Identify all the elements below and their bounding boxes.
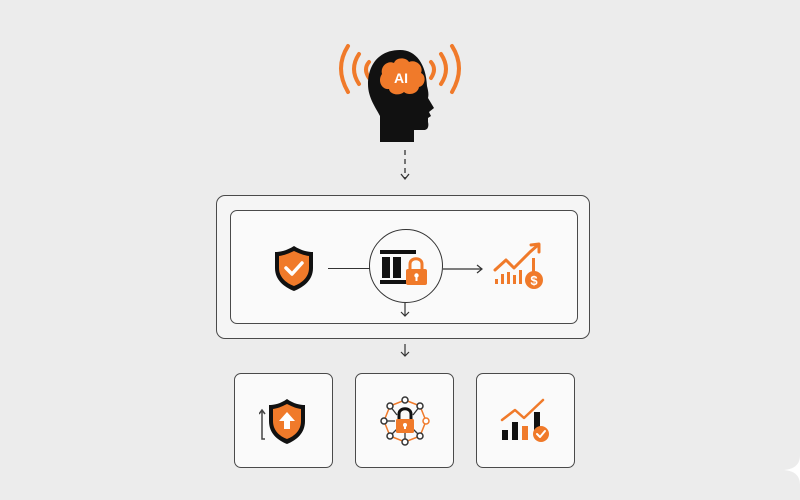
signal-waves-left-icon (339, 44, 371, 94)
ai-head-icon: AI (330, 38, 470, 148)
svg-text:$: $ (530, 273, 538, 288)
sparkle-icon (780, 455, 800, 485)
vault-circle (369, 229, 443, 303)
signal-waves-right-icon (429, 44, 461, 94)
shield-check-icon (272, 244, 316, 292)
down-arrow (399, 343, 411, 359)
card-network-lock (355, 373, 454, 468)
vault-lock-icon (377, 248, 435, 288)
card-chart-check (476, 373, 575, 468)
arrow-right (443, 262, 485, 274)
dashed-down-arrow (398, 148, 412, 184)
brain-label: AI (394, 70, 408, 86)
down-arrow-inner (399, 303, 411, 319)
growth-dollar-icon: $ (492, 242, 548, 292)
network-lock-icon (379, 395, 430, 446)
chart-check-icon (500, 398, 549, 442)
card-shield-upload (234, 373, 333, 468)
connector-line (328, 268, 370, 270)
shield-upload-icon (258, 398, 305, 444)
